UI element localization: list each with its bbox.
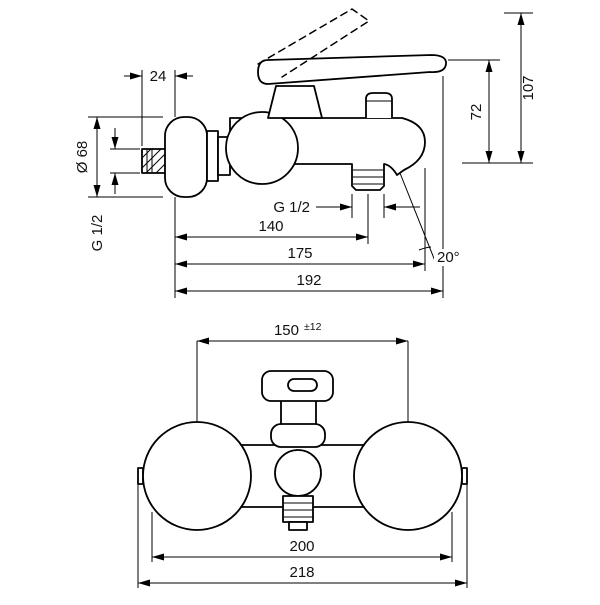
dim-spout-projection-label: 175: [287, 245, 312, 262]
aerator-front: [282, 495, 314, 531]
right-escutcheon: [353, 421, 463, 531]
dim-body-width-label: 200: [289, 538, 314, 555]
front-view-mixer: [137, 370, 468, 531]
left-escutcheon: [142, 421, 252, 531]
side-view-mixer: [141, 8, 447, 198]
handle-slot: [287, 378, 318, 392]
aerator-threads: [353, 169, 383, 185]
front-view-dimension-lines: [137, 340, 468, 588]
dim-total-width-label: 218: [289, 564, 314, 581]
dim-total-projection-label: 192: [296, 272, 321, 289]
dim-connection-tolerance-label: ±12: [304, 321, 322, 333]
diverter-knob: [365, 92, 393, 118]
cartridge-circle: [225, 111, 299, 185]
angle-label-backing: [434, 249, 468, 266]
dim-spout-angle-label: 20°: [437, 249, 460, 266]
dim-outlet-thread-label: G 1/2: [273, 199, 310, 216]
dim-aerator-projection-label: 140: [258, 218, 283, 235]
dim-plate-depth-label: 24: [150, 68, 167, 85]
wall-escutcheon: [164, 116, 208, 198]
dim-total-height-label: 107: [520, 75, 537, 100]
dim-diameter-label: Ø 68: [74, 141, 91, 174]
dimension-labels: 24 Ø 68 G 1/2 107 72 G 1/2 140 175 192 2…: [74, 68, 537, 581]
lever-handle: [257, 54, 447, 85]
dim-connection-centers-label: 150: [274, 322, 299, 339]
lever-raised-outline: [257, 8, 370, 78]
dim-spout-handle-height-label: 72: [468, 104, 485, 121]
handle-stem: [280, 400, 317, 425]
dim-wall-thread-label: G 1/2: [89, 215, 106, 252]
diverter-front: [274, 449, 322, 497]
cartridge-dome: [270, 423, 326, 448]
lever-handle-front: [261, 370, 334, 402]
lever-pivot: [267, 85, 323, 119]
